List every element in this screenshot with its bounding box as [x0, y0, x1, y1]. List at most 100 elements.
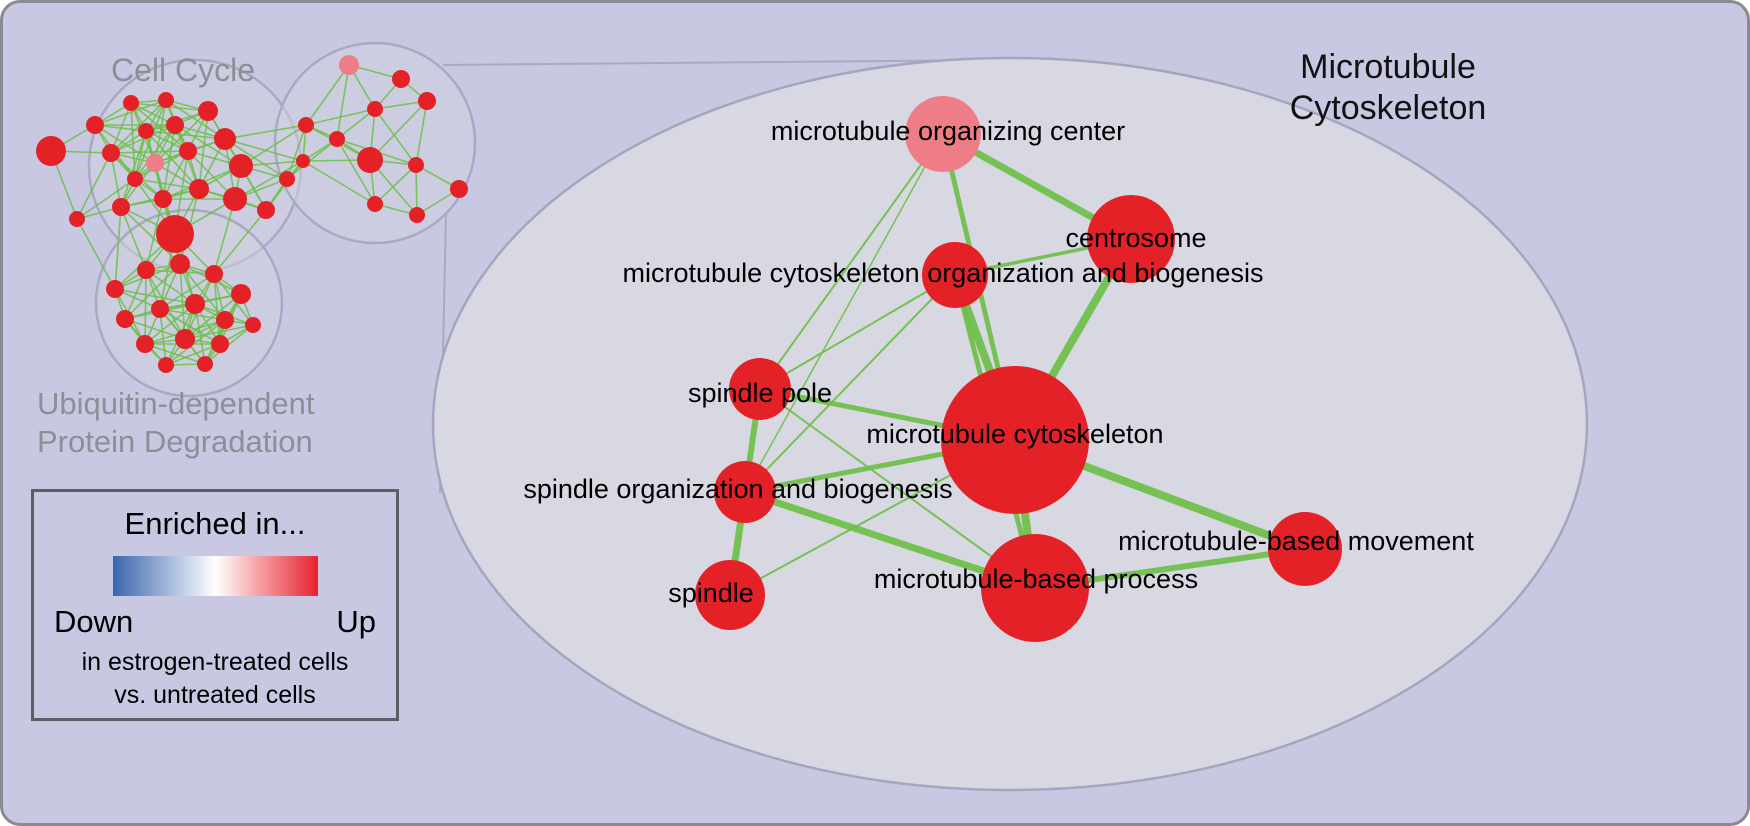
- overview-node[interactable]: [69, 211, 85, 227]
- legend-title: Enriched in...: [124, 506, 306, 541]
- overview-node[interactable]: [123, 95, 139, 111]
- overview-edge: [76, 178, 136, 220]
- overview-node[interactable]: [229, 154, 253, 178]
- overview-node[interactable]: [158, 357, 174, 373]
- overview-node[interactable]: [156, 215, 194, 253]
- node-spindle[interactable]: [695, 560, 765, 630]
- overview-node[interactable]: [112, 198, 130, 216]
- legend-down-label: Down: [54, 604, 134, 639]
- overview-node[interactable]: [136, 335, 154, 353]
- overview-node[interactable]: [137, 261, 155, 279]
- overview-edge: [134, 99, 167, 180]
- overview-node[interactable]: [102, 144, 120, 162]
- detail-cluster-title: Microtubule Cytoskeleton: [1289, 48, 1487, 127]
- overview-node[interactable]: [339, 55, 359, 75]
- overview-edge: [76, 152, 112, 220]
- overview-edge: [165, 99, 226, 140]
- overview-edge: [184, 293, 242, 340]
- overview-node[interactable]: [450, 180, 468, 198]
- overview-node[interactable]: [408, 157, 424, 173]
- overview-node[interactable]: [231, 284, 251, 304]
- overview-edge: [144, 269, 147, 345]
- overview-node[interactable]: [205, 265, 223, 283]
- overview-node[interactable]: [86, 116, 104, 134]
- overview-node[interactable]: [127, 171, 143, 187]
- node-spole[interactable]: [729, 358, 791, 420]
- overview-edge: [144, 303, 196, 345]
- overview-edge: [194, 303, 206, 365]
- overview-edge: [159, 308, 167, 366]
- overview-edge: [213, 209, 267, 275]
- overview-edge: [162, 150, 189, 200]
- overview-node[interactable]: [146, 154, 164, 172]
- node-mcyto[interactable]: [941, 366, 1089, 514]
- overview-node[interactable]: [198, 101, 218, 121]
- overview-node[interactable]: [189, 179, 209, 199]
- overview-node[interactable]: [357, 147, 383, 173]
- overview-node[interactable]: [175, 329, 195, 349]
- overview-node[interactable]: [179, 142, 197, 160]
- overview-edge: [224, 138, 288, 180]
- overview-node[interactable]: [245, 317, 261, 333]
- node-sorg[interactable]: [714, 461, 776, 523]
- node-label-moc: microtubule organizing center: [771, 116, 1125, 146]
- overview-edge: [120, 206, 147, 271]
- overview-edge: [374, 108, 417, 166]
- overview-edge: [110, 150, 189, 154]
- overview-edge: [114, 206, 122, 290]
- node-centrosome[interactable]: [1087, 195, 1175, 283]
- node-moc[interactable]: [905, 96, 981, 172]
- overview-node[interactable]: [392, 70, 410, 88]
- overview-node[interactable]: [170, 254, 190, 274]
- overview-edge: [159, 273, 215, 310]
- overview-node[interactable]: [223, 187, 247, 211]
- node-mbm[interactable]: [1268, 512, 1342, 586]
- overview-node[interactable]: [138, 123, 154, 139]
- overview-node[interactable]: [214, 128, 236, 150]
- overview-edge: [305, 108, 376, 126]
- overview-edge: [224, 124, 307, 140]
- overview-node[interactable]: [158, 92, 174, 108]
- overview-edge: [286, 138, 338, 180]
- overview-node[interactable]: [418, 92, 436, 110]
- overview-node[interactable]: [197, 356, 213, 372]
- overview-node[interactable]: [409, 207, 425, 223]
- overview-node[interactable]: [151, 300, 169, 318]
- overview-node[interactable]: [367, 196, 383, 212]
- node-label-centrosome: centrosome: [1065, 223, 1206, 253]
- overview-edge: [165, 343, 221, 366]
- overview-node[interactable]: [211, 335, 229, 353]
- edge-moc-sorg: [744, 133, 944, 493]
- overview-node[interactable]: [116, 310, 134, 328]
- overview-node[interactable]: [257, 201, 275, 219]
- overview-edge: [162, 124, 176, 200]
- overview-edge: [110, 99, 167, 154]
- edge-moc-spole: [759, 133, 944, 390]
- overview-edge: [336, 64, 350, 140]
- overview-edge: [336, 108, 376, 140]
- overview-node[interactable]: [279, 171, 295, 187]
- overview-node[interactable]: [185, 294, 205, 314]
- overview-edge: [198, 110, 209, 190]
- overview-node[interactable]: [36, 136, 66, 166]
- overview-edge: [415, 164, 418, 216]
- legend: Enriched in... Down Up in estrogen-treat…: [31, 489, 399, 721]
- overview-node[interactable]: [216, 311, 234, 329]
- overview-edge: [110, 152, 122, 208]
- node-mbp[interactable]: [981, 534, 1089, 642]
- node-label-mbp: microtubule-based process: [874, 564, 1198, 594]
- legend-gradient-bar: [112, 556, 318, 596]
- legend-up-label: Up: [336, 604, 376, 639]
- legend-axis-labels: Down Up: [34, 604, 396, 640]
- overview-node[interactable]: [106, 280, 124, 298]
- node-mco[interactable]: [922, 242, 988, 308]
- overview-edge: [374, 164, 417, 205]
- overview-node[interactable]: [296, 154, 310, 168]
- overview-node[interactable]: [298, 117, 314, 133]
- overview-edge: [154, 110, 209, 164]
- overview-edge: [76, 218, 116, 290]
- overview-node[interactable]: [166, 116, 184, 134]
- overview-node[interactable]: [367, 101, 383, 117]
- overview-node[interactable]: [154, 190, 172, 208]
- overview-node[interactable]: [329, 131, 345, 147]
